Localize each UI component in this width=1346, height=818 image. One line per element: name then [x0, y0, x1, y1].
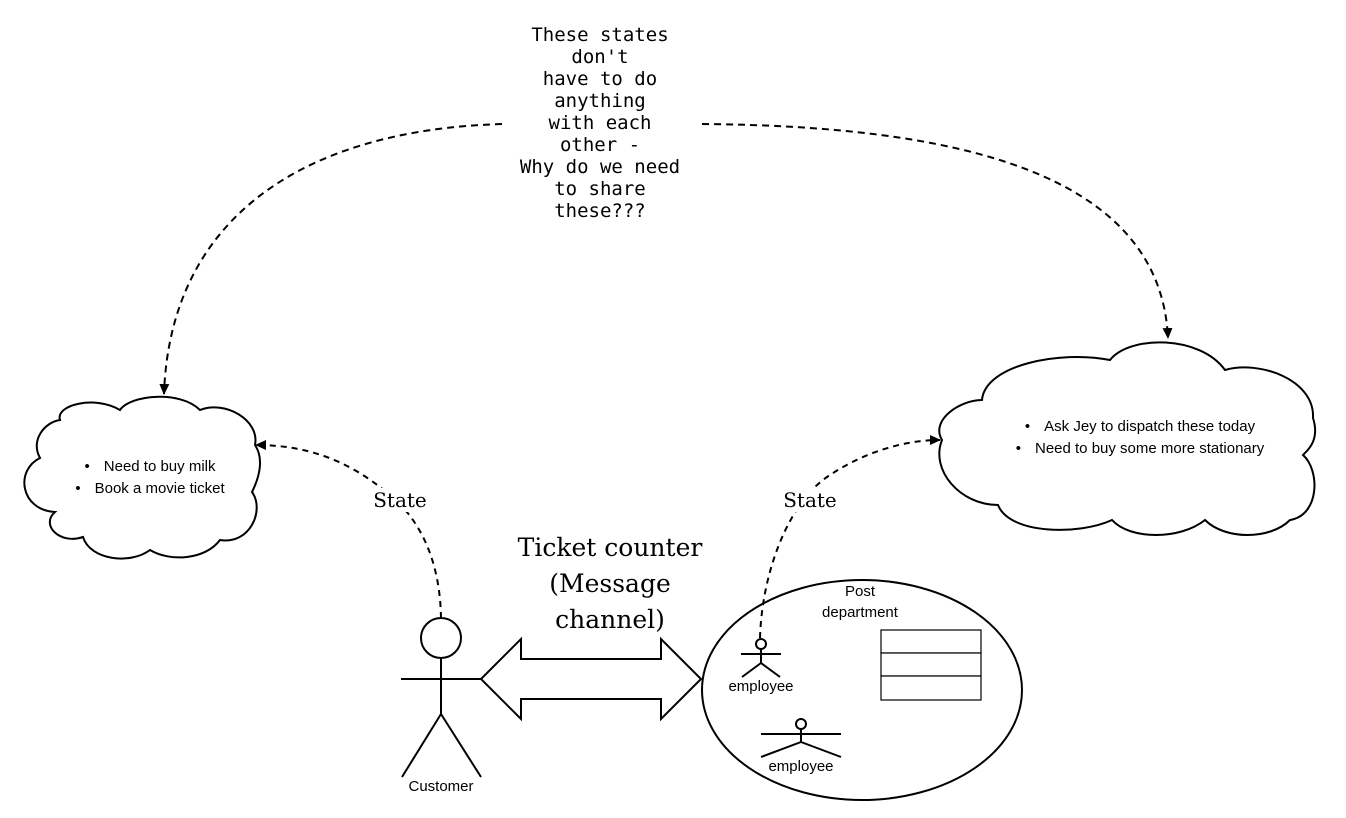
question-note: These states don't have to do anything w… [519, 24, 681, 222]
employee-actor-2 [760, 718, 842, 758]
channel-label-line-1: Ticket counter [517, 533, 703, 562]
post-department-title-line-2: department [822, 604, 898, 621]
post-department-ellipse [701, 579, 1023, 801]
left-cloud-item: Book a movie ticket [50, 478, 250, 500]
post-department-title: Post department [800, 581, 920, 623]
post-department-title-line-1: Post [844, 583, 875, 600]
table-row [880, 675, 982, 701]
customer-actor [401, 617, 482, 778]
table-row [880, 629, 982, 654]
left-cloud-list: Need to buy milk Book a movie ticket [50, 456, 250, 500]
customer-label: Customer [408, 778, 474, 795]
post-department-table [880, 629, 982, 701]
note-to-right-cloud-arrow [701, 123, 1173, 339]
left-cloud-text: Need to buy milk Book a movie ticket [50, 456, 250, 500]
customer-right-leg [440, 713, 482, 778]
table-row [880, 652, 982, 677]
right-cloud-item: Ask Jey to dispatch these today [980, 416, 1300, 438]
channel-label: Ticket counter (Message channel) [500, 530, 720, 638]
channel-label-line-2: (Message [549, 569, 671, 598]
employee-actor-1 [741, 638, 781, 678]
right-cloud-text: Ask Jey to dispatch these today Need to … [980, 416, 1300, 460]
right-state-label: State [770, 488, 850, 512]
right-cloud-item: Need to buy some more stationary [980, 438, 1300, 460]
employee-state-arrow [759, 435, 941, 639]
note-to-left-cloud-arrow [159, 123, 503, 395]
right-cloud-list: Ask Jey to dispatch these today Need to … [980, 416, 1300, 460]
left-cloud-item: Need to buy milk [50, 456, 250, 478]
employee-label-2: employee [768, 758, 834, 775]
customer-left-leg [401, 713, 442, 778]
left-state-label: State [360, 488, 440, 512]
employee-label-1: employee [728, 678, 794, 695]
channel-label-line-3: channel) [555, 605, 665, 634]
message-channel-arrow [479, 636, 703, 722]
customer-state-arrow [255, 440, 442, 619]
customer-head [420, 617, 462, 659]
